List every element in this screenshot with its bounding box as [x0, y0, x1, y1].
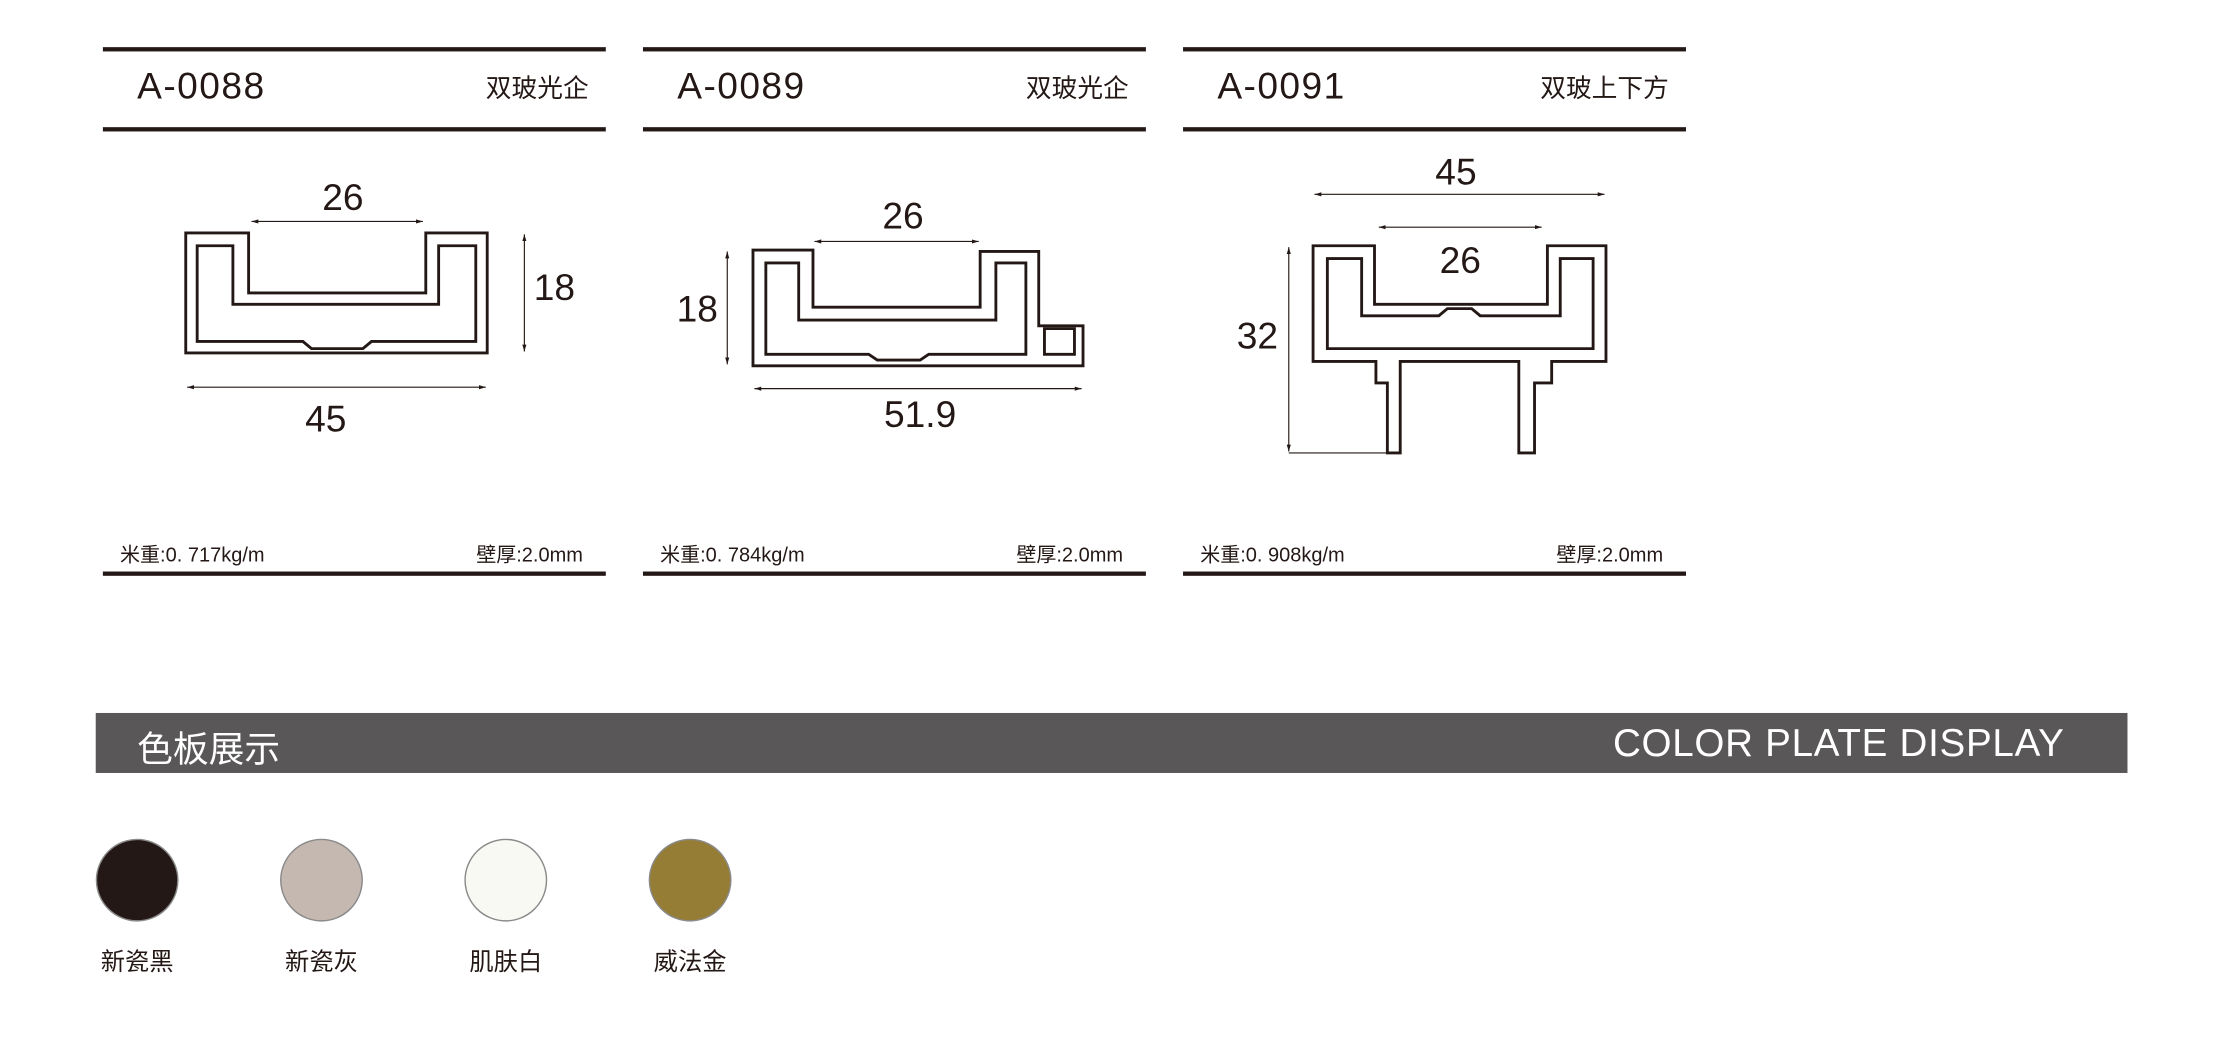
color-swatch-gold — [648, 838, 732, 922]
color-plate-header: 色板展示 COLOR PLATE DISPLAY — [95, 712, 2128, 773]
divider — [1183, 571, 1686, 576]
color-label: 新瓷黑 — [100, 948, 174, 976]
divider — [642, 47, 1146, 52]
divider — [1183, 47, 1686, 52]
profile-type: 双玻光企 — [485, 74, 589, 103]
color-swatch-white — [464, 838, 548, 922]
profile-thickness: 壁厚:2.0mm — [1556, 542, 1664, 566]
divider — [642, 127, 1146, 132]
divider — [102, 127, 606, 132]
profile-code: A-0091 — [1217, 64, 1346, 108]
profile-type: 双玻光企 — [1025, 74, 1129, 103]
profile-weight: 米重:0. 908kg/m — [1200, 542, 1345, 566]
profile-weight: 米重:0. 784kg/m — [660, 542, 805, 566]
profile-code: A-0089 — [677, 64, 806, 108]
profile-card-a0089: A-0089 双玻光企 米重:0. 784kg/m 壁厚:2.0mm — [642, 47, 1146, 577]
profile-code: A-0088 — [137, 64, 266, 108]
color-label: 肌肤白 — [469, 948, 543, 976]
profile-card-a0091: A-0091 双玻上下方 米重:0. 908kg/m 壁厚:2.0mm — [1183, 47, 1686, 577]
profile-card-a0088: A-0088 双玻光企 米重:0. 717kg/m 壁厚:2.0mm — [102, 47, 606, 577]
divider — [102, 47, 606, 52]
color-swatch-gray — [280, 838, 363, 922]
profile-type: 双玻上下方 — [1540, 74, 1669, 103]
profile-weight: 米重:0. 717kg/m — [120, 542, 265, 566]
color-label: 威法金 — [653, 948, 727, 976]
section-title-en: COLOR PLATE DISPLAY — [1612, 721, 2065, 765]
profile-thickness: 壁厚:2.0mm — [1016, 542, 1124, 566]
divider — [1183, 127, 1686, 132]
color-swatch-black — [95, 838, 179, 922]
divider — [102, 571, 606, 576]
section-title-cn: 色板展示 — [137, 730, 281, 771]
color-label: 新瓷灰 — [285, 948, 358, 976]
divider — [642, 571, 1146, 576]
profile-thickness: 壁厚:2.0mm — [476, 542, 583, 566]
